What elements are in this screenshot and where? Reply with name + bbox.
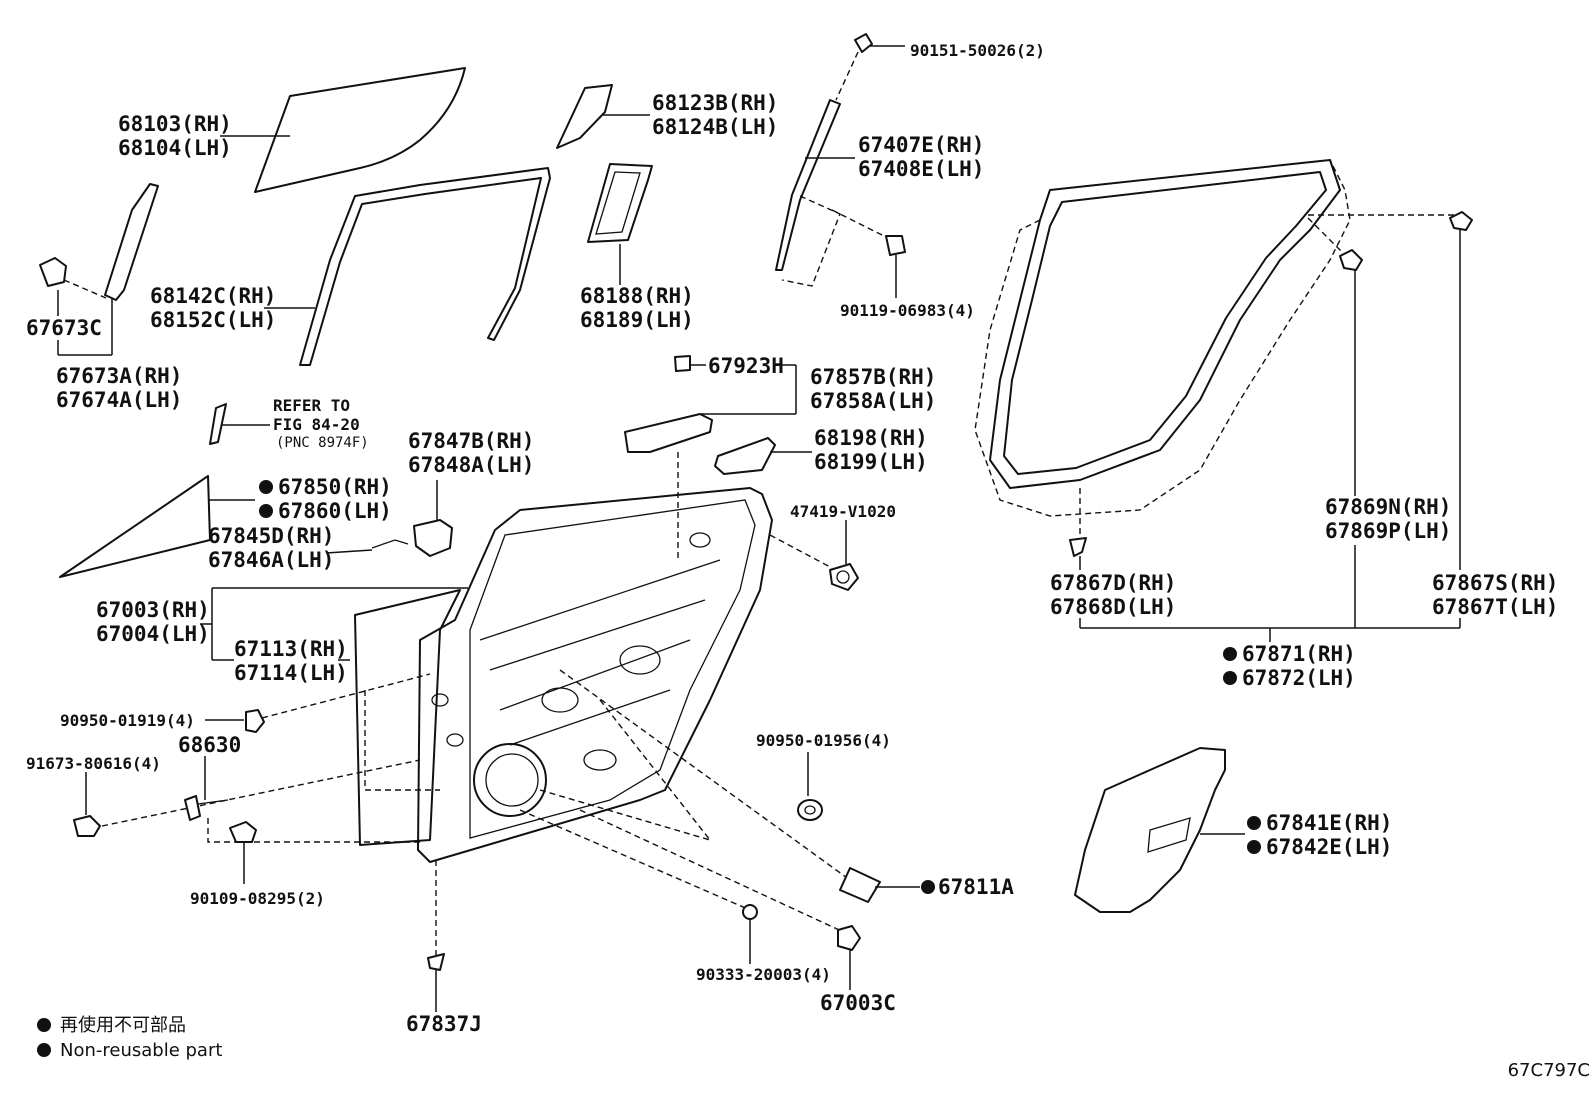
quarter-glass-part bbox=[556, 84, 650, 149]
bolt-90950-01919-part bbox=[205, 709, 265, 733]
label-67003c: 67003C bbox=[820, 991, 896, 1015]
label-68104: 68104(LH) bbox=[118, 136, 232, 160]
label-67848a: 67848A(LH) bbox=[408, 453, 534, 477]
service-hole-cover-part bbox=[1074, 747, 1245, 913]
label-68630: 68630 bbox=[178, 733, 241, 757]
label-90109: 90109-08295(2) bbox=[190, 889, 325, 908]
label-67867d: 67867D(RH) bbox=[1050, 571, 1176, 595]
label-67811a: 67811A bbox=[938, 875, 1014, 899]
door-leaders bbox=[101, 669, 851, 955]
label-67867t: 67867T(LH) bbox=[1432, 595, 1558, 619]
non-reusable-marker-icon bbox=[1223, 671, 1237, 685]
frame-moulding-part bbox=[775, 99, 906, 298]
label-68123b: 68123B(RH) bbox=[652, 91, 778, 115]
refer-line-2: FIG 84-20 bbox=[273, 415, 360, 434]
check-68630-part bbox=[184, 756, 229, 821]
legend-marker-icon bbox=[37, 1043, 51, 1057]
label-67114: 67114(LH) bbox=[234, 661, 348, 685]
clip-67869n-part bbox=[1339, 249, 1363, 496]
bolt-90109-part bbox=[229, 821, 257, 884]
label-67674a: 67674A(LH) bbox=[56, 388, 182, 412]
label-67857b: 67857B(RH) bbox=[810, 365, 936, 389]
non-reusable-marker-icon bbox=[259, 480, 273, 494]
label-47419: 47419-V1020 bbox=[790, 502, 896, 521]
label-67003: 67003(RH) bbox=[96, 598, 210, 622]
label-68189: 68189(LH) bbox=[580, 308, 694, 332]
label-67867s: 67867S(RH) bbox=[1432, 571, 1558, 595]
non-reusable-marker-icon bbox=[1223, 647, 1237, 661]
door-glass-part bbox=[220, 67, 466, 193]
label-67850: 67850(RH) bbox=[278, 475, 392, 499]
label-67860: 67860(LH) bbox=[278, 499, 392, 523]
label-68188: 68188(RH) bbox=[580, 284, 694, 308]
refer-line-1: REFER TO bbox=[273, 396, 350, 415]
label-67869p: 67869P(LH) bbox=[1325, 519, 1451, 543]
label-67842e: 67842E(LH) bbox=[1266, 835, 1392, 859]
legend-english: Non-reusable part bbox=[60, 1040, 222, 1061]
plug-90950-01956-part bbox=[797, 752, 823, 821]
label-90950b: 90950-01956(4) bbox=[756, 731, 891, 750]
outside-handle-part bbox=[624, 355, 797, 560]
bolt-91673-part bbox=[73, 772, 101, 837]
handle-frame-part bbox=[714, 437, 812, 475]
lock-cable-part bbox=[325, 480, 453, 557]
refer-line-3: (PNC 8974F) bbox=[276, 435, 369, 451]
label-90151: 90151-50026(2) bbox=[910, 41, 1045, 60]
label-67673a: 67673A(RH) bbox=[56, 364, 182, 388]
label-68124b: 68124B(LH) bbox=[652, 115, 778, 139]
label-67846a: 67846A(LH) bbox=[208, 548, 334, 572]
legend: 再使用不可部品 Non-reusable part bbox=[37, 1015, 222, 1061]
label-67407e: 67407E(RH) bbox=[858, 133, 984, 157]
non-reusable-marker-icon bbox=[1247, 816, 1261, 830]
figure-code: 67C797C bbox=[1508, 1060, 1590, 1081]
non-reusable-marker-icon bbox=[259, 504, 273, 518]
clip-90151-part bbox=[835, 33, 905, 101]
quarter-weatherstrip-part bbox=[587, 163, 653, 285]
refer-part bbox=[209, 403, 270, 445]
clip-67003c-part bbox=[837, 925, 861, 990]
label-90119: 90119-06983(4) bbox=[840, 301, 975, 320]
plug-47419-part bbox=[769, 520, 859, 591]
label-67841e: 67841E(RH) bbox=[1266, 811, 1392, 835]
label-67847b: 67847B(RH) bbox=[408, 429, 534, 453]
door-weatherstrip-part bbox=[974, 159, 1455, 540]
non-reusable-marker-icon bbox=[921, 880, 935, 894]
label-68198: 68198(RH) bbox=[814, 426, 928, 450]
run-channel-part bbox=[264, 167, 551, 366]
legend-marker-icon bbox=[37, 1018, 51, 1032]
label-67845d: 67845D(RH) bbox=[208, 524, 334, 548]
bracket-67871 bbox=[1079, 545, 1461, 642]
label-68199: 68199(LH) bbox=[814, 450, 928, 474]
plug-90333-part bbox=[742, 904, 758, 964]
label-68142c: 68142C(RH) bbox=[150, 284, 276, 308]
clip-67837j-part bbox=[427, 953, 445, 1012]
label-67871: 67871(RH) bbox=[1242, 642, 1356, 666]
label-67837j: 67837J bbox=[406, 1012, 482, 1036]
label-67923h: 67923H bbox=[708, 354, 784, 378]
label-68152c: 68152C(LH) bbox=[150, 308, 276, 332]
garnish-67673a-part bbox=[39, 183, 159, 356]
label-67408e: 67408E(LH) bbox=[858, 157, 984, 181]
label-67872: 67872(LH) bbox=[1242, 666, 1356, 690]
tape-67811a-part bbox=[839, 867, 920, 903]
label-67858a: 67858A(LH) bbox=[810, 389, 936, 413]
non-reusable-marker-icon bbox=[1247, 840, 1261, 854]
label-90333: 90333-20003(4) bbox=[696, 965, 831, 984]
label-68103: 68103(RH) bbox=[118, 112, 232, 136]
label-67868d: 67868D(LH) bbox=[1050, 595, 1176, 619]
label-67869n: 67869N(RH) bbox=[1325, 495, 1451, 519]
legend-japanese: 再使用不可部品 bbox=[60, 1015, 186, 1036]
label-90950a: 90950-01919(4) bbox=[60, 711, 195, 730]
film-67850-part bbox=[59, 475, 255, 578]
label-67113: 67113(RH) bbox=[234, 637, 348, 661]
label-67004: 67004(LH) bbox=[96, 622, 210, 646]
label-91673: 91673-80616(4) bbox=[26, 754, 161, 773]
label-67673c-top: 67673C bbox=[26, 316, 102, 340]
clip-67867s-part bbox=[1449, 211, 1473, 570]
clip-67867d-part bbox=[1069, 537, 1087, 570]
